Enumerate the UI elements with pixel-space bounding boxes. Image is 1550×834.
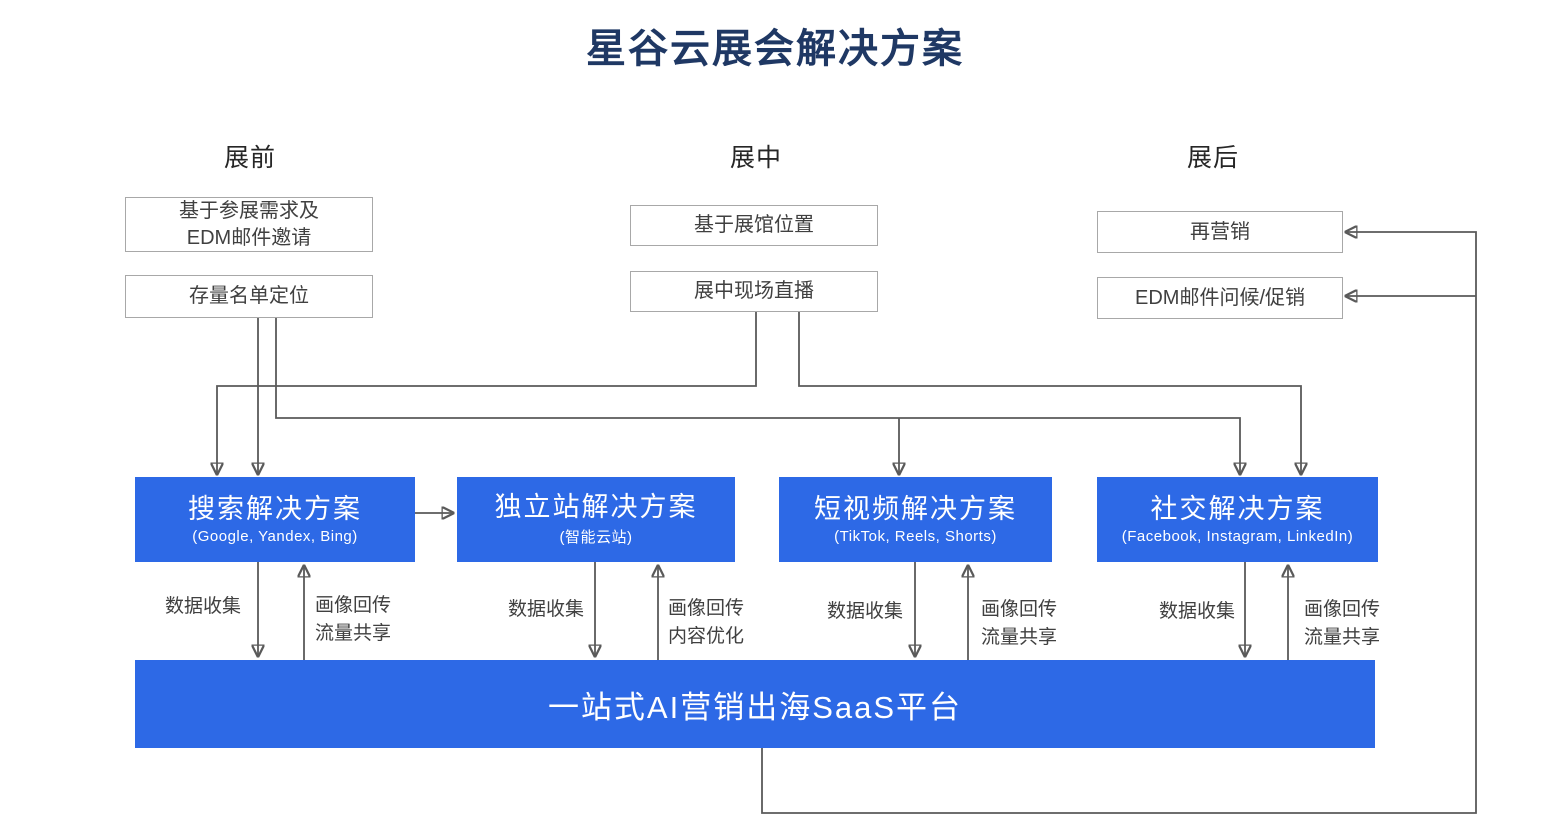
box-edm-greeting-promo: EDM邮件问候/促销 [1097, 277, 1343, 319]
arrow-live-to-search [217, 312, 757, 474]
solution-social-title: 社交解决方案 [1150, 493, 1325, 524]
solution-social-subtitle: (Facebook, Instagram, LinkedIn) [1121, 528, 1354, 546]
solution-box-website: 独立站解决方案 (智能云站) [457, 477, 735, 562]
box-live-streaming: 展中现场直播 [630, 271, 878, 312]
arrow-live-to-social [798, 312, 1301, 474]
label-video-profile-share: 画像回传 流量共享 [980, 599, 1057, 648]
label-website-profile-optimize: 画像回传 内容优化 [667, 598, 744, 647]
label-social-data-collection: 数据收集 [1158, 601, 1235, 622]
phase-header-after: 展后 [1186, 144, 1239, 172]
solution-box-video: 短视频解决方案 (TikTok, Reels, Shorts) [779, 477, 1052, 562]
label-search-profile-share: 画像回传 流量共享 [314, 595, 391, 644]
solution-video-subtitle: (TikTok, Reels, Shorts) [834, 528, 997, 546]
box-existing-list-targeting: 存量名单定位 [125, 275, 373, 318]
solution-search-subtitle: (Google, Yandex, Bing) [192, 528, 358, 546]
solution-website-title: 独立站解决方案 [494, 491, 698, 522]
label-website-data-collection: 数据收集 [507, 599, 584, 620]
box-venue-location: 基于展馆位置 [630, 205, 878, 246]
page-title: 星谷云展会解决方案 [586, 27, 964, 71]
box-remarketing: 再营销 [1097, 211, 1343, 253]
solution-website-subtitle: (智能云站) [559, 529, 633, 547]
phase-header-during: 展中 [729, 144, 782, 172]
label-video-data-collection: 数据收集 [826, 601, 903, 622]
phase-header-before: 展前 [223, 144, 276, 172]
label-social-profile-share: 画像回传 流量共享 [1303, 599, 1380, 648]
label-search-data-collection: 数据收集 [164, 596, 241, 617]
solution-search-title: 搜索解决方案 [188, 493, 362, 524]
platform-bar: 一站式AI营销出海SaaS平台 [135, 660, 1375, 748]
arrow-list-to-social [275, 318, 1240, 474]
solution-box-social: 社交解决方案 (Facebook, Instagram, LinkedIn) [1097, 477, 1378, 562]
solution-box-search: 搜索解决方案 (Google, Yandex, Bing) [135, 477, 415, 562]
box-edm-invitation: 基于参展需求及 EDM邮件邀请 [125, 197, 373, 252]
solution-video-title: 短视频解决方案 [814, 493, 1017, 524]
